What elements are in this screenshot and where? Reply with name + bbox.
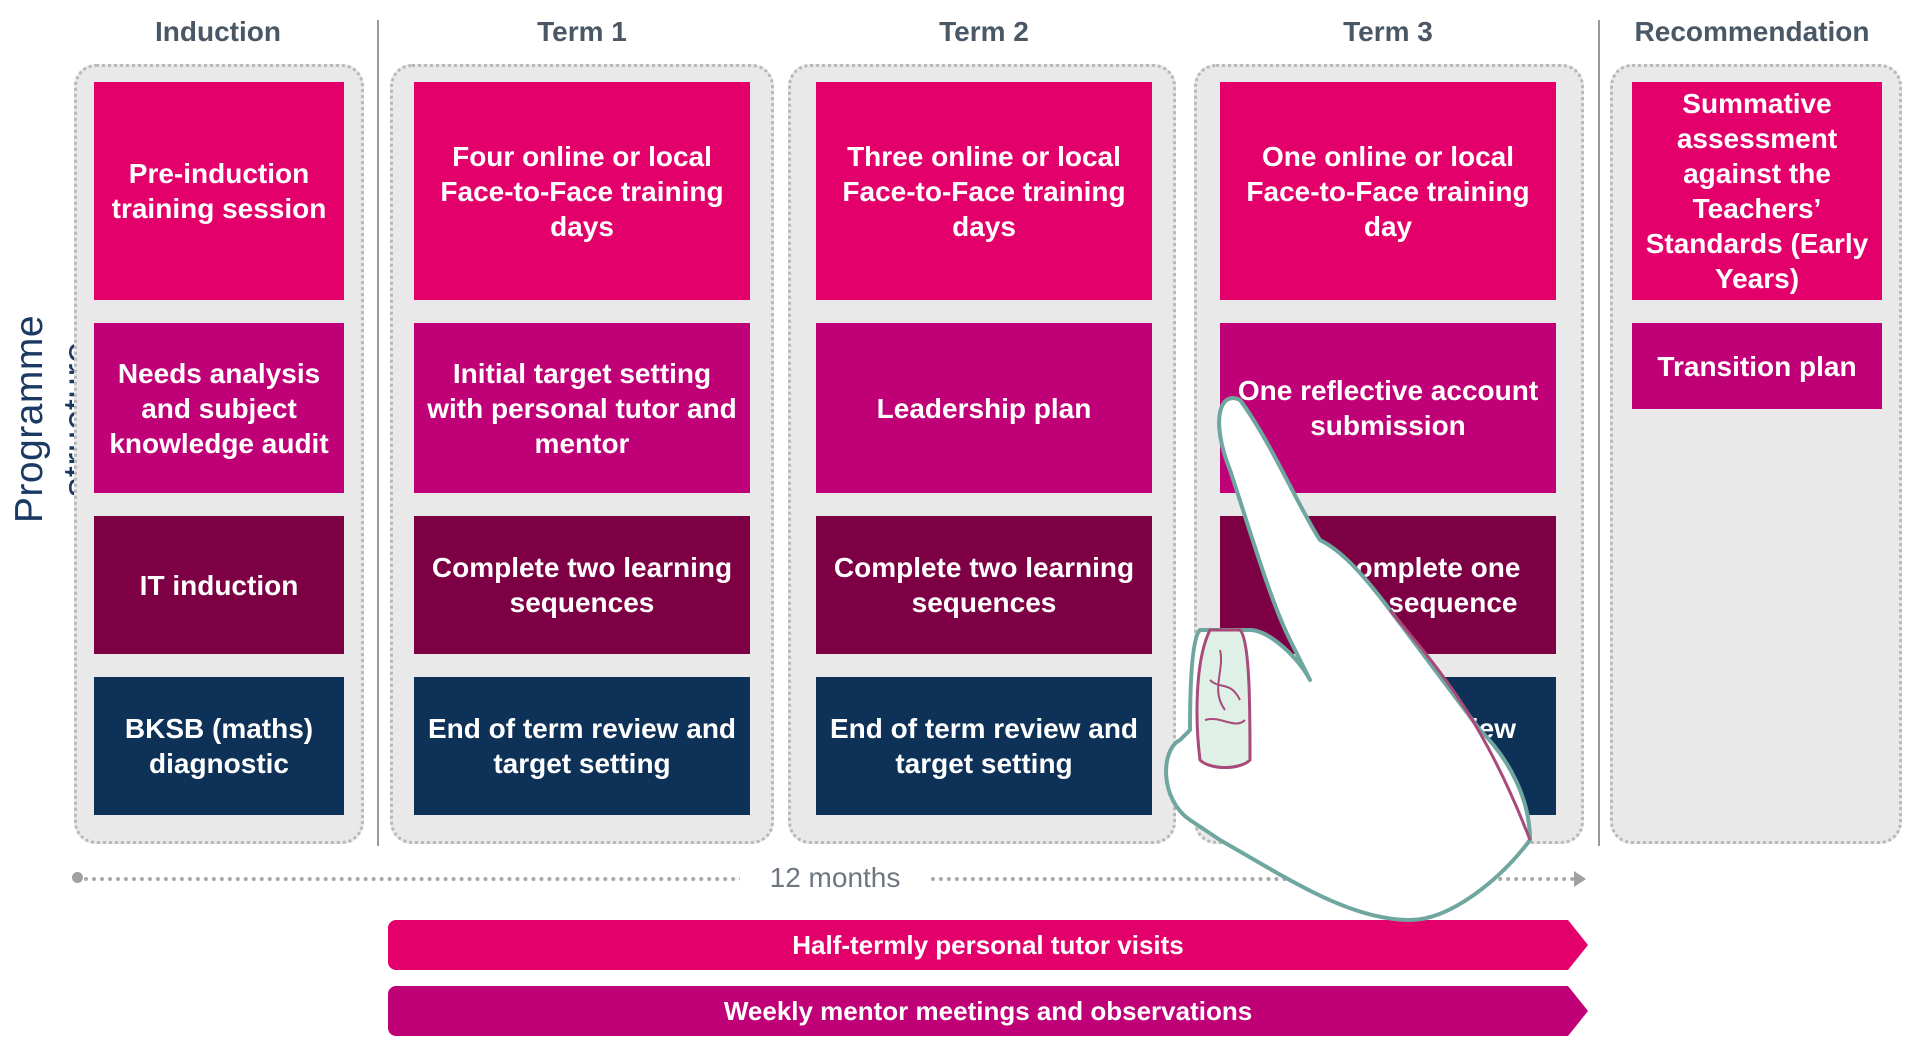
heading-term-1: Term 1 <box>537 16 627 47</box>
box-pre-induction: Pre-induction training session <box>94 82 344 300</box>
box-term1-review: End of term review and target setting <box>414 677 750 815</box>
timeline-arrow-icon <box>1574 871 1586 887</box>
box-term2-training: Three online or local Face-to-Face train… <box>816 82 1152 300</box>
banner-mentor-meetings: Weekly mentor meetings and observations <box>388 986 1588 1036</box>
box-needs-analysis: Needs analysis and subject knowledge aud… <box>94 323 344 493</box>
heading-term-2: Term 2 <box>939 16 1029 47</box>
pointing-hand-icon <box>1164 396 1532 922</box>
box-term2-leadership: Leadership plan <box>816 323 1152 493</box>
box-term3-learning-line1: omplete one <box>1355 552 1521 583</box>
box-it-induction: IT induction <box>94 516 344 654</box>
heading-recommendation: Recommendation <box>1634 16 1870 47</box>
box-term1-training: Four online or local Face-to-Face traini… <box>414 82 750 300</box>
box-term2-review: End of term review and target setting <box>816 677 1152 815</box>
box-term2-learning: Complete two learning sequences <box>816 516 1152 654</box>
banner-tutor-visits: Half-termly personal tutor visits <box>388 920 1588 970</box>
heading-term-3: Term 3 <box>1343 16 1433 47</box>
box-term1-learning: Complete two learning sequences <box>414 516 750 654</box>
box-term3-reflective: One reflective account submission <box>1220 323 1556 493</box>
column-divider <box>377 20 379 846</box>
heading-induction: Induction <box>155 16 281 47</box>
box-summative-assessment: Summative assessment against the Teacher… <box>1632 82 1882 300</box>
box-transition-plan: Transition plan <box>1632 323 1882 409</box>
timeline-label: 12 months <box>740 858 930 898</box>
programme-structure-label: Programme structure <box>8 314 99 524</box>
column-divider <box>1598 20 1600 846</box>
timeline-start-dot <box>72 872 83 883</box>
box-term3-training: One online or local Face-to-Face trainin… <box>1220 82 1556 300</box>
box-term1-target-setting: Initial target setting with personal tut… <box>414 323 750 493</box>
box-bksb-diagnostic: BKSB (maths) diagnostic <box>94 677 344 815</box>
